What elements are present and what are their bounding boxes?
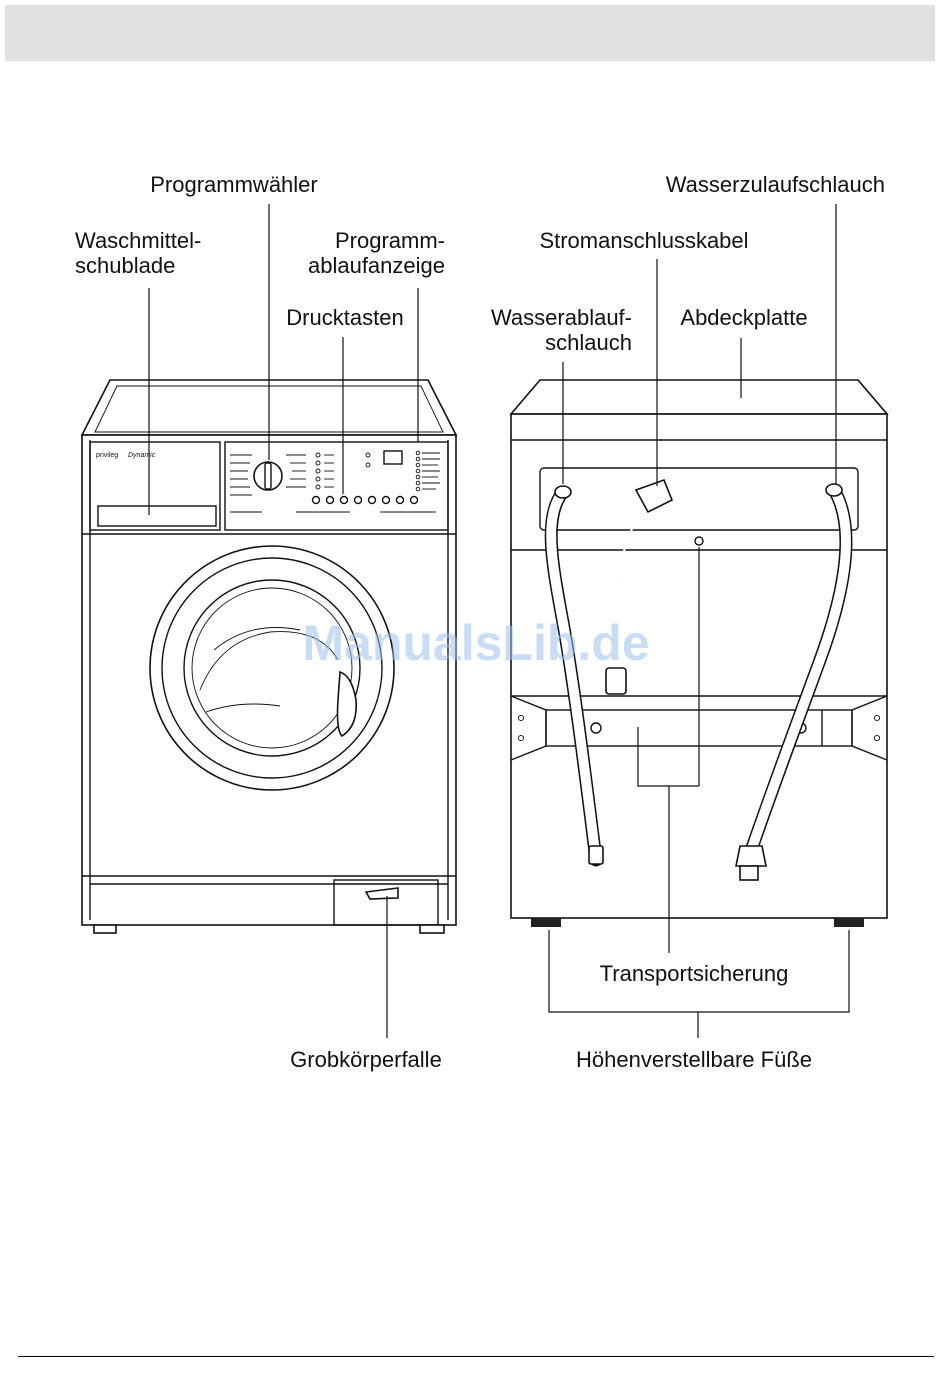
- program-knob: [254, 462, 282, 490]
- front-foot-left: [94, 925, 116, 933]
- label-transportsicherung: Transportsicherung: [600, 961, 789, 986]
- back-foot-right: [834, 918, 864, 927]
- label-programmablauf-1: Programm-: [335, 228, 445, 253]
- back-foot-left: [531, 918, 561, 927]
- watermark: ManualsLib.de: [302, 615, 649, 671]
- label-wasserablauf-2: schlauch: [545, 330, 632, 355]
- label-wasserablauf-1: Wasserablauf-: [491, 305, 632, 330]
- panel-brand: privileg: [96, 452, 118, 459]
- label-programmwaehler: Programmwähler: [150, 172, 318, 197]
- label-grobkoerperfalle: Grobkörperfalle: [290, 1047, 442, 1072]
- back-top-cover: [511, 380, 887, 414]
- label-waschmittel-2: schublade: [75, 253, 175, 278]
- label-waschmittel-1: Waschmittel-: [75, 228, 201, 253]
- label-wasserzulauf: Wasserzulaufschlauch: [666, 172, 885, 197]
- panel-model: Dynamic: [128, 452, 156, 459]
- front-foot-right: [420, 925, 444, 933]
- footer-rule: [18, 1356, 934, 1357]
- label-stromanschluss: Stromanschlusskabel: [539, 228, 748, 253]
- label-programmablauf-2: ablaufanzeige: [308, 253, 445, 278]
- label-abdeckplatte: Abdeckplatte: [680, 305, 807, 330]
- label-fuesse: Höhenverstellbare Füße: [576, 1047, 812, 1072]
- label-drucktasten: Drucktasten: [286, 305, 403, 330]
